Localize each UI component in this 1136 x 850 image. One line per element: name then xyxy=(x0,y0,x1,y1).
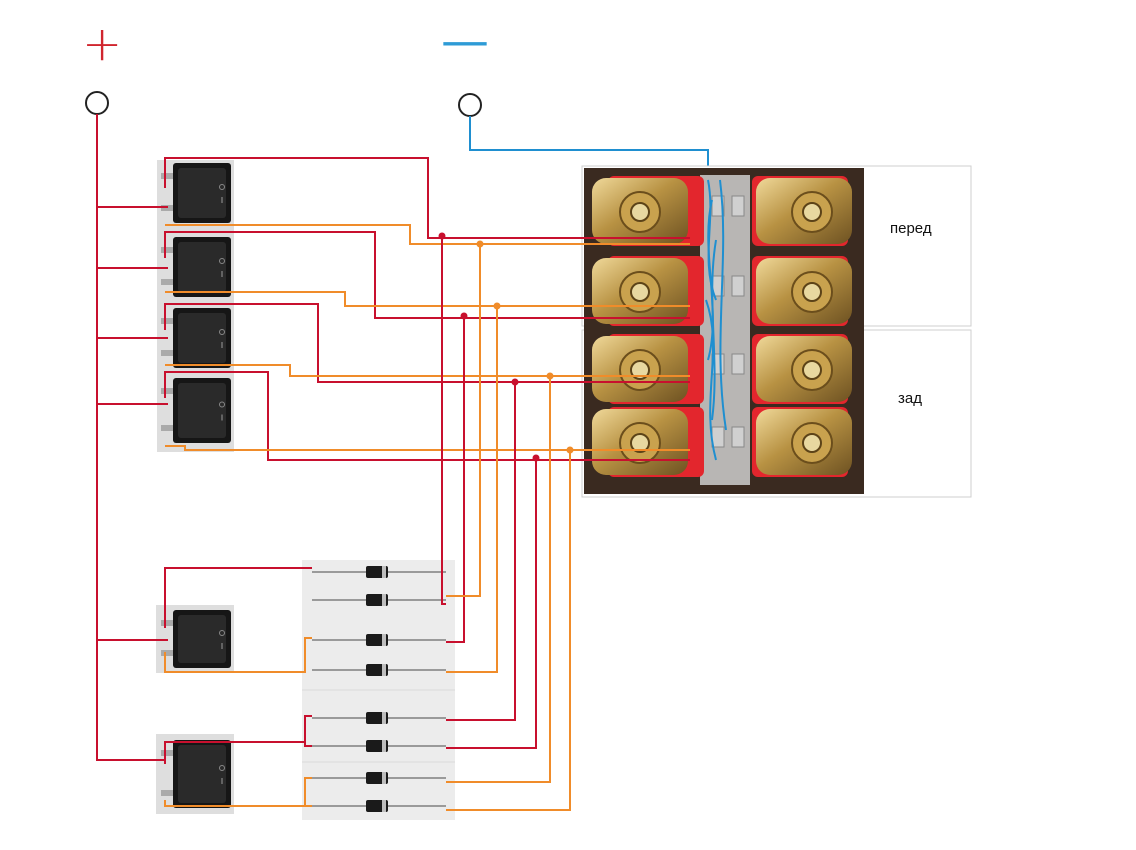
diode xyxy=(312,566,446,578)
rocker-switch xyxy=(161,610,231,668)
wire xyxy=(446,376,551,783)
valve-pigtail-wire xyxy=(719,179,727,431)
wire xyxy=(96,114,165,761)
rear-label: зад xyxy=(898,390,922,407)
wire xyxy=(165,291,690,307)
wire xyxy=(164,567,312,628)
diode-board xyxy=(302,560,455,820)
diode xyxy=(312,594,446,606)
valve-pigtail-wire xyxy=(707,199,714,361)
wire xyxy=(446,458,537,749)
solenoid-valve xyxy=(731,407,852,477)
rocker-switch xyxy=(161,237,231,297)
rocker-switch xyxy=(161,740,231,808)
rocker-switch xyxy=(161,378,231,443)
wire xyxy=(446,244,481,597)
wire xyxy=(446,450,571,811)
wire-junction xyxy=(511,378,519,386)
plus-symbol: + xyxy=(82,16,123,72)
wire-junction xyxy=(460,312,468,320)
rocker-switch xyxy=(161,308,231,368)
wire xyxy=(164,371,690,461)
wire xyxy=(164,637,312,673)
valve-block xyxy=(581,165,972,498)
wire xyxy=(441,236,446,605)
wire xyxy=(165,364,690,377)
wire xyxy=(446,316,465,643)
minus-symbol: — xyxy=(441,13,489,69)
wire-junction xyxy=(438,232,446,240)
positive-terminal xyxy=(85,91,109,115)
wire xyxy=(164,157,690,239)
solenoid-valve xyxy=(592,334,725,404)
solenoid-valve xyxy=(592,176,725,246)
front-label: перед xyxy=(890,220,932,237)
diode xyxy=(312,664,446,676)
wire-junction xyxy=(532,454,540,462)
negative-terminal xyxy=(458,93,482,117)
wire xyxy=(304,742,312,747)
wire-junction xyxy=(546,372,554,380)
solenoid-valve xyxy=(731,334,852,404)
wire xyxy=(165,445,690,451)
diode xyxy=(312,800,446,812)
wire xyxy=(446,382,516,721)
wire-junction xyxy=(566,446,574,454)
diode xyxy=(312,740,446,752)
solenoid-valve xyxy=(731,176,852,246)
valve-pigtail-wire xyxy=(705,299,717,461)
solenoid-valve xyxy=(731,256,852,326)
wires xyxy=(96,114,690,811)
wire-junction xyxy=(476,240,484,248)
solenoid-valve xyxy=(592,256,725,326)
diode xyxy=(312,712,446,724)
rocker-switch xyxy=(161,163,231,223)
diode xyxy=(312,634,446,646)
wire xyxy=(446,306,498,673)
wire xyxy=(165,224,690,245)
switch-panel xyxy=(156,160,234,814)
wire-junction xyxy=(493,302,501,310)
diode xyxy=(312,772,446,784)
